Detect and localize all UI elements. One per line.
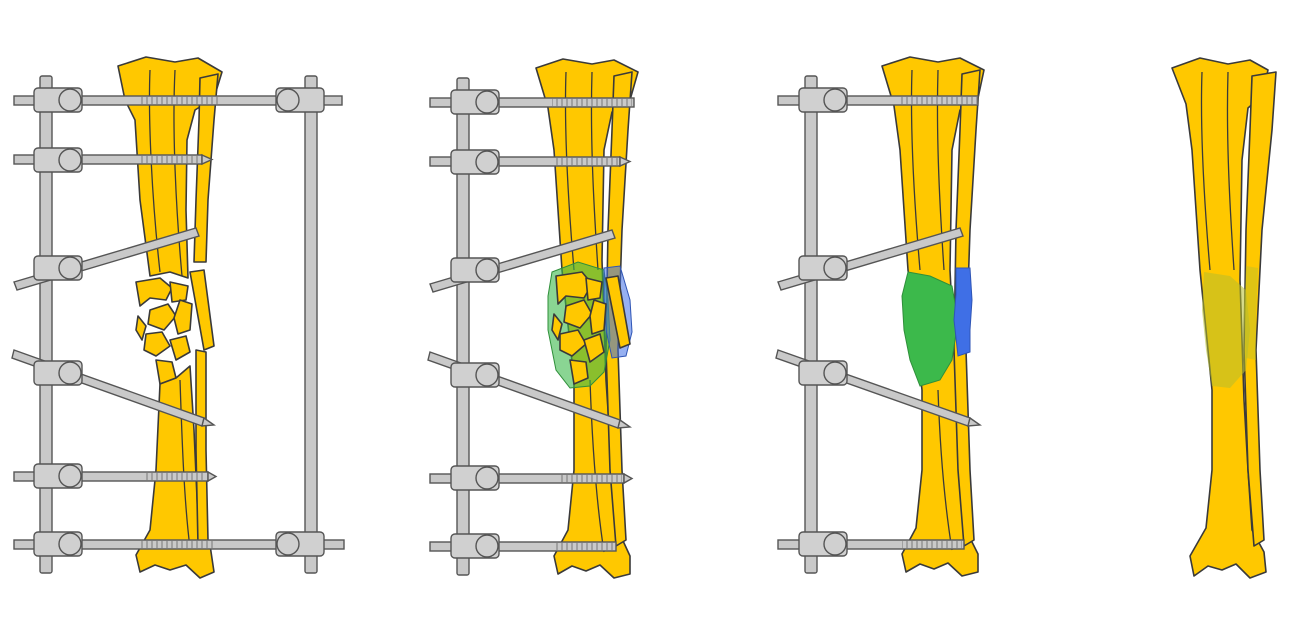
panel-4-healed-bone: [1171, 57, 1277, 579]
clamps-right: [275, 87, 325, 557]
remodel-region: [1202, 272, 1250, 388]
panel-1-fracture-fixation: [11, 56, 345, 579]
remodel-fibula-region: [1244, 266, 1258, 360]
callus-green: [901, 271, 959, 387]
clamps-left: [33, 87, 83, 557]
panel-2-callus-formation: [427, 58, 639, 579]
bone-fragments: [551, 271, 631, 385]
fibula-distal-fragment: [195, 349, 209, 546]
callus-blue: [953, 267, 973, 357]
fixator-bar-left: [39, 75, 53, 574]
clamps: [450, 89, 500, 559]
panel-3-solid-callus: [775, 56, 985, 577]
fibula-proximal-fragment: [193, 73, 219, 263]
fixator-bar: [804, 75, 818, 574]
bone-fragments: [135, 269, 215, 385]
fixator-bar-right: [304, 75, 318, 574]
clamps: [798, 87, 848, 557]
fibula: [1243, 71, 1277, 547]
fixator-bar: [456, 77, 470, 576]
